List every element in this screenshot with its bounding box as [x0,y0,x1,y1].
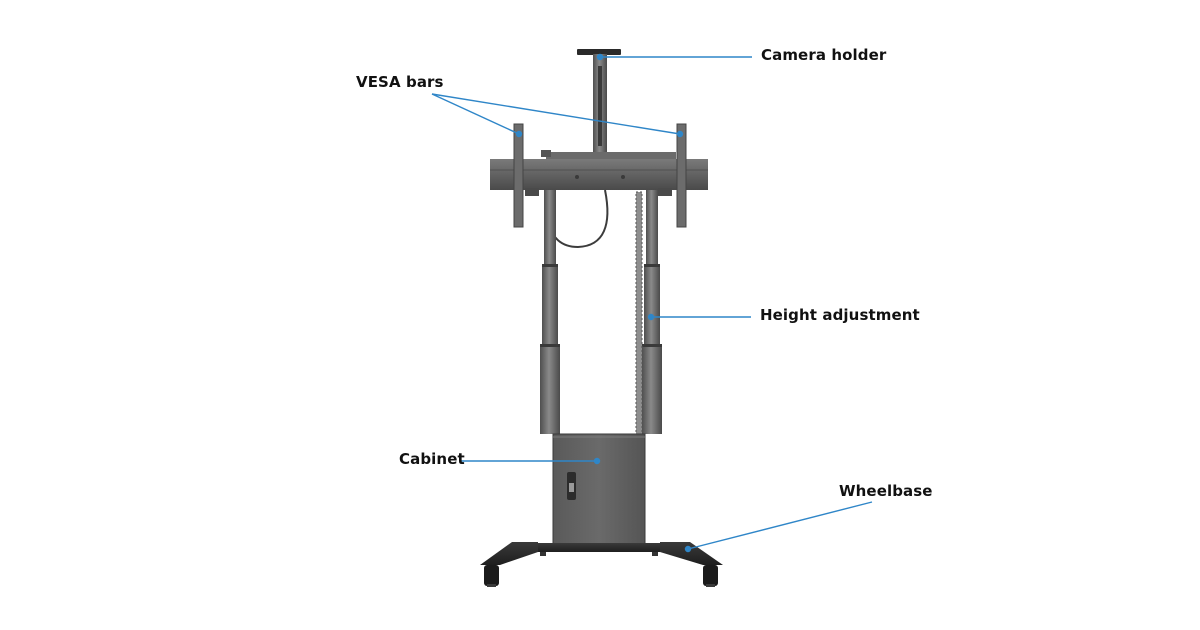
vesa-bars [513,123,687,228]
camera-holder [577,49,621,156]
label-height-adjustment: Height adjustment [760,306,920,324]
label-wheelbase: Wheelbase [839,482,933,500]
left-column [540,190,560,434]
vesa-right-leader [431,93,681,135]
label-camera-holder: Camera holder [761,46,887,64]
wheelbase-leader [687,501,873,550]
mount-crossbar [490,150,708,196]
vesa-left-leader [431,93,520,135]
cabinet [552,433,646,545]
label-vesa-bars: VESA bars [356,73,444,91]
wheelbase [480,542,723,587]
height-adjustment-chain [635,191,643,435]
callout-lines [431,53,873,553]
right-column [642,190,662,434]
label-cabinet: Cabinet [399,450,465,468]
cable-loop [549,189,609,249]
